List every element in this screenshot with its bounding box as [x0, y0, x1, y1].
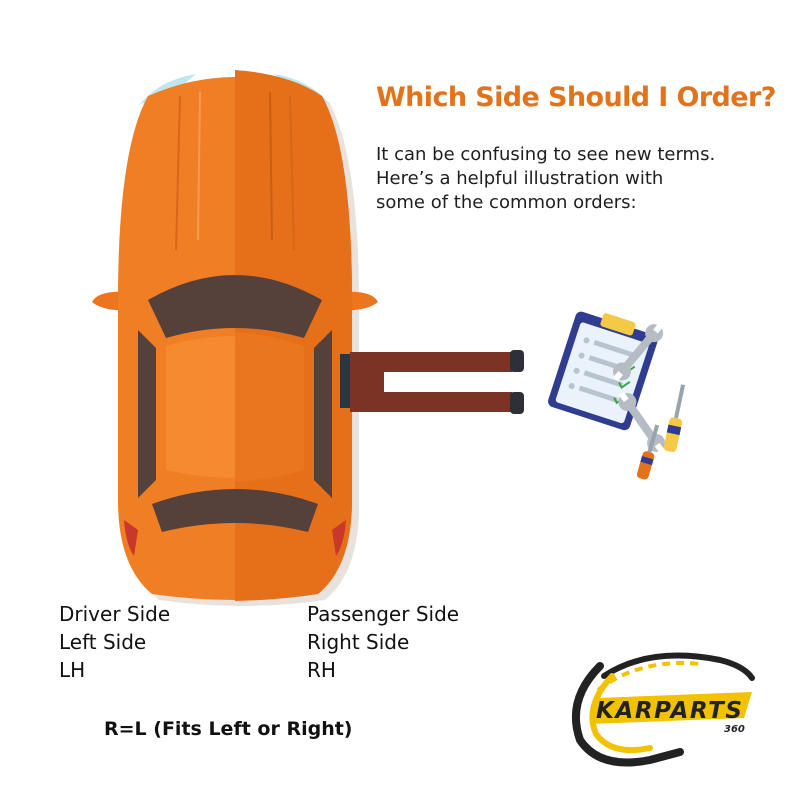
page-title: Which Side Should I Order?	[376, 82, 776, 113]
intro-line: Here’s a helpful illustration with	[376, 168, 664, 189]
fit-note: R=L (Fits Left or Right)	[104, 718, 353, 740]
intro-line: some of the common orders:	[376, 192, 637, 213]
right-side-labels: Passenger Side Right Side RH	[307, 600, 459, 684]
logo-number: 360	[724, 724, 745, 735]
right-side-label: Right Side	[307, 630, 410, 654]
intro-line: It can be confusing to see new terms.	[376, 144, 716, 165]
passenger-side-label: Passenger Side	[307, 602, 460, 626]
lh-label: LH	[59, 658, 86, 682]
driver-side-label: Driver Side	[59, 602, 171, 626]
intro-text: It can be confusing to see new terms. He…	[376, 143, 786, 215]
left-side-labels: Driver Side Left Side LH	[59, 600, 170, 684]
rh-label: RH	[307, 658, 336, 682]
left-side-label: Left Side	[59, 630, 147, 654]
